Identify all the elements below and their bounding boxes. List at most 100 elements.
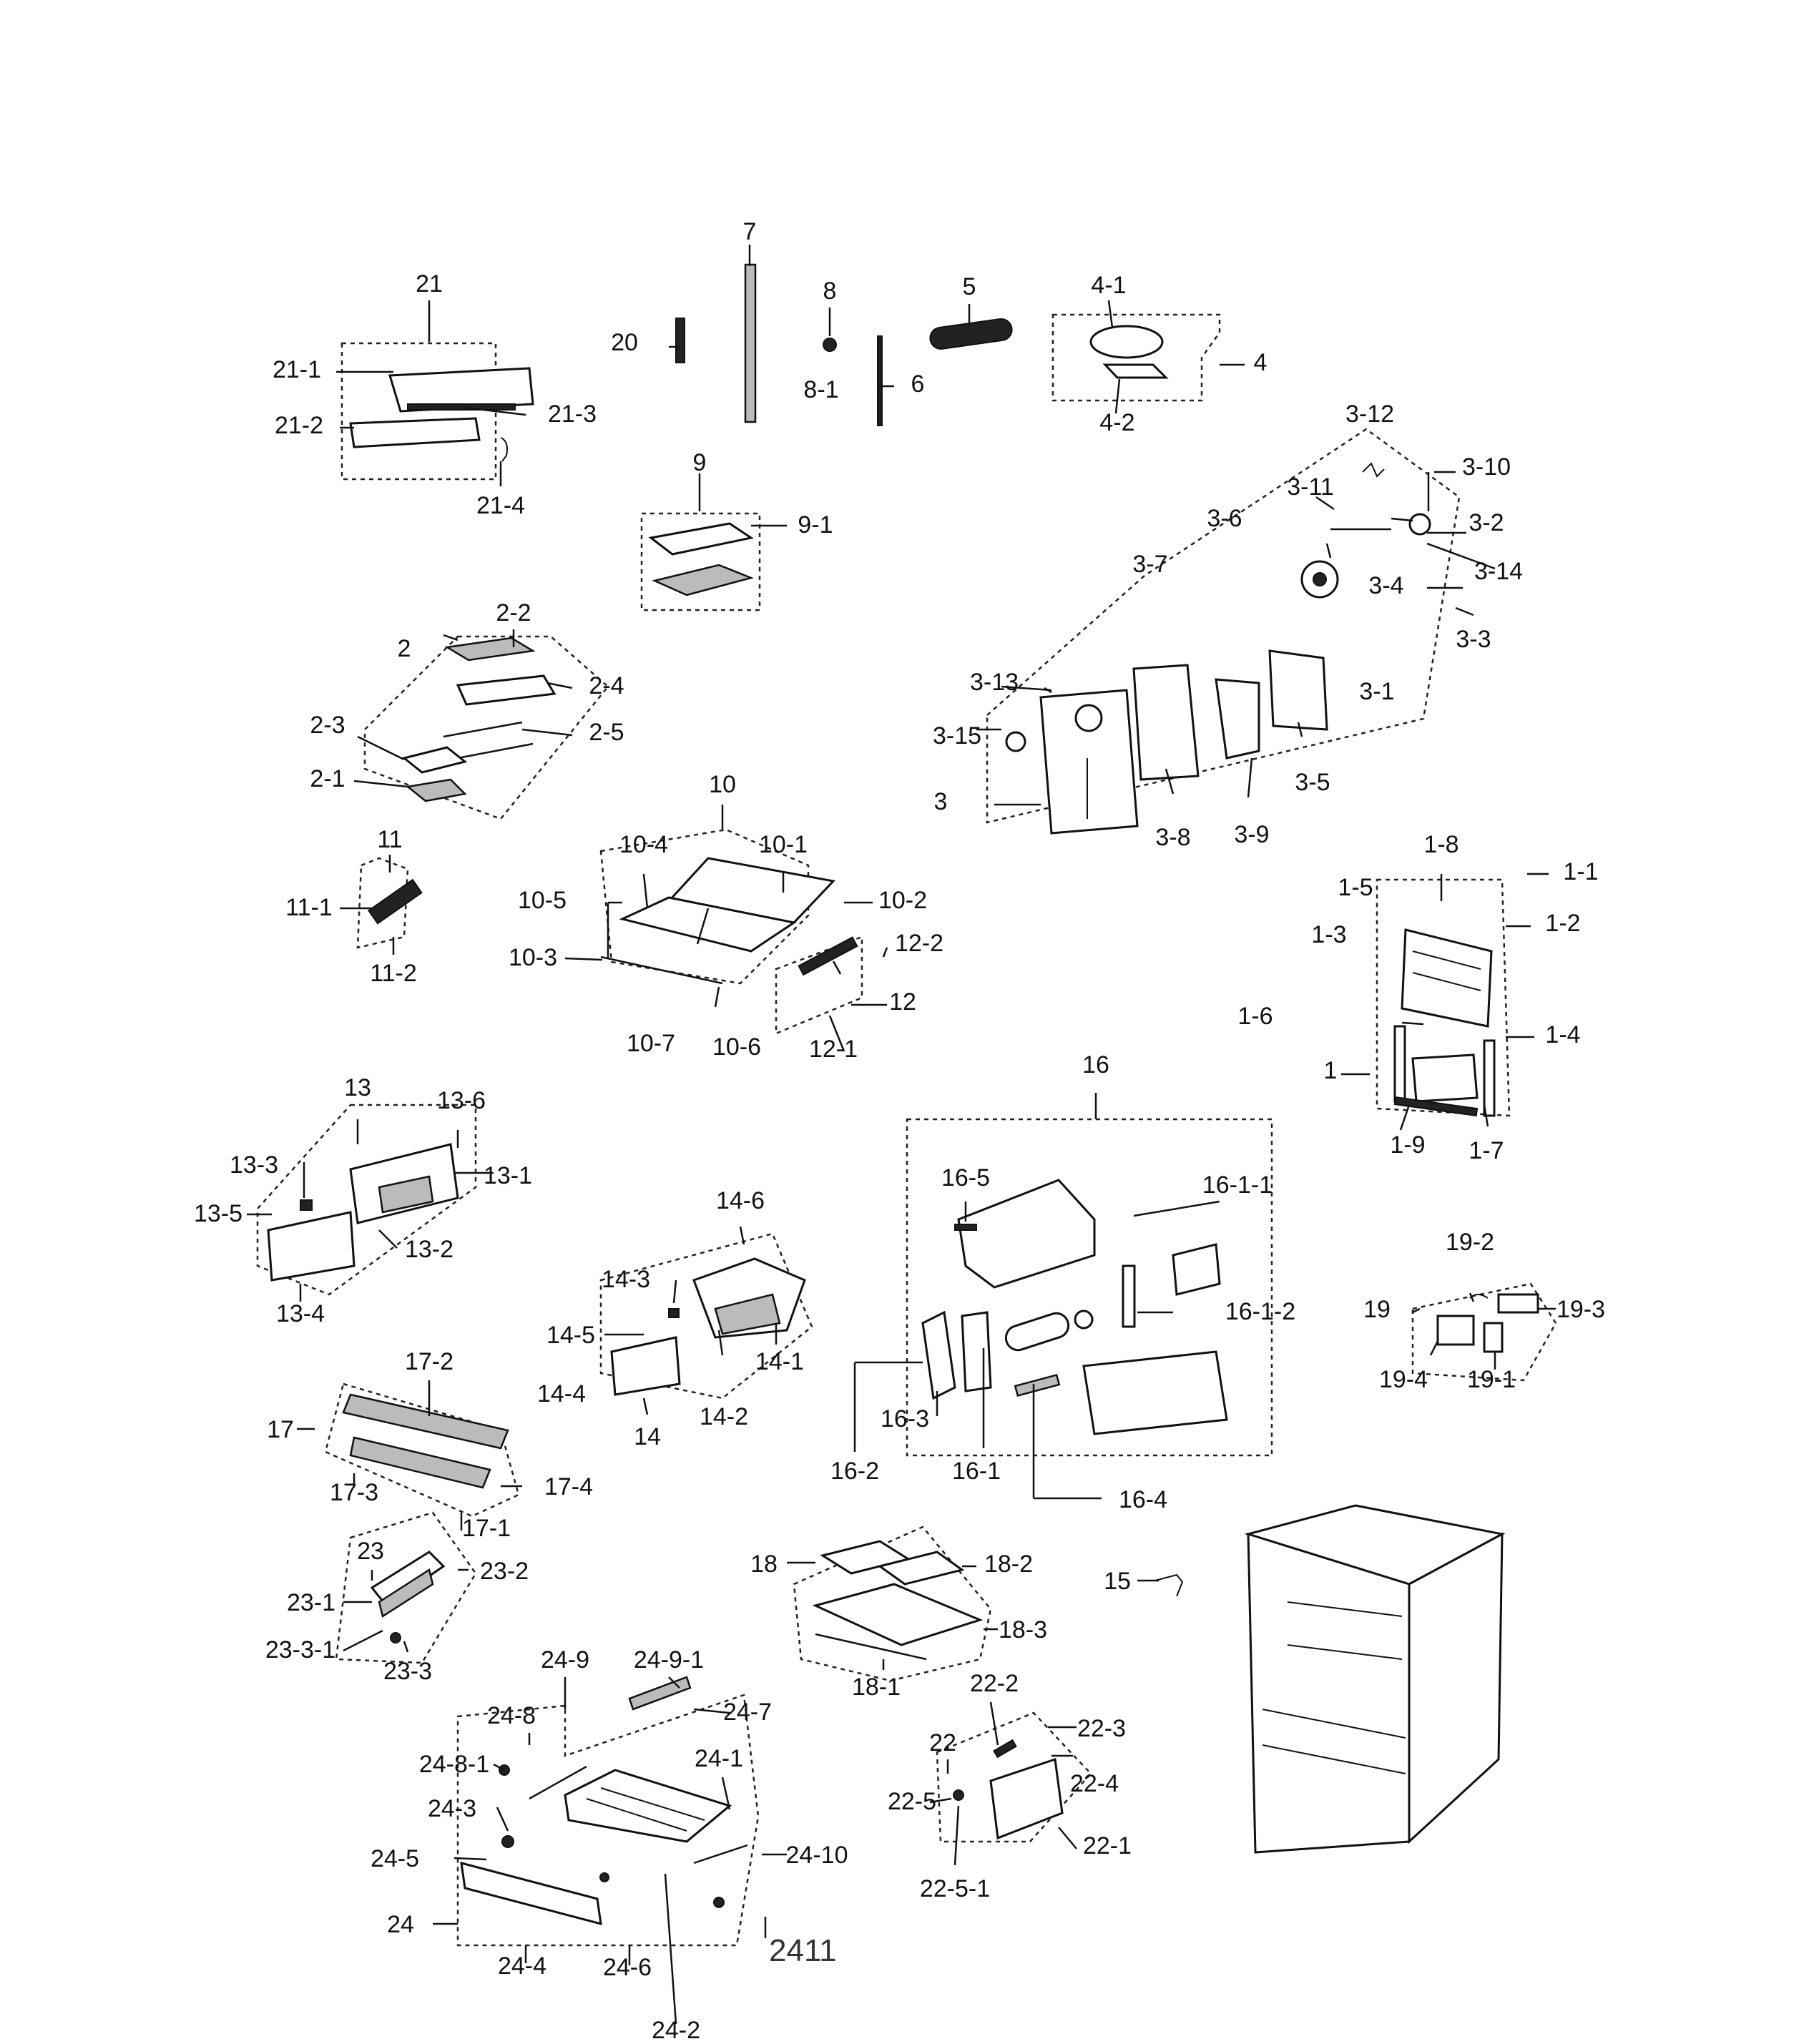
- callout-1-7: 1-7: [1469, 1137, 1504, 1164]
- callout-2-2: 2-2: [496, 599, 531, 627]
- callout-14: 14: [634, 1423, 661, 1450]
- callout-4-1: 4-1: [1091, 272, 1126, 299]
- callout-17-1: 17-1: [462, 1515, 511, 1542]
- callout-23-2: 23-2: [480, 1558, 529, 1585]
- callout-10: 10: [709, 771, 736, 798]
- callout-3-4: 3-4: [1368, 572, 1403, 599]
- callout-1-2: 1-2: [1545, 910, 1580, 937]
- callout-23-1: 23-1: [287, 1589, 335, 1616]
- callout-1-8: 1-8: [1423, 831, 1458, 858]
- callout-24-3: 24-3: [428, 1795, 476, 1822]
- callout-1-6: 1-6: [1237, 1003, 1273, 1030]
- callout-23-3: 23-3: [383, 1658, 432, 1685]
- callout-16-1-1: 16-1-1: [1202, 1171, 1273, 1199]
- callout-22-3: 22-3: [1077, 1715, 1126, 1742]
- callout-4: 4: [1254, 349, 1268, 376]
- callout-24-8: 24-8: [487, 1702, 536, 1729]
- callout-9: 9: [693, 449, 707, 476]
- callout-4-2: 4-2: [1099, 409, 1134, 436]
- callout-17-4: 17-4: [544, 1473, 593, 1500]
- callout-24-5: 24-5: [371, 1845, 419, 1872]
- callout-2-3: 2-3: [310, 712, 345, 739]
- callout-3-3: 3-3: [1456, 626, 1491, 653]
- callout-11-2: 11-2: [370, 960, 417, 987]
- callout-1-9: 1-9: [1390, 1131, 1425, 1159]
- callout-14-4: 14-4: [537, 1380, 586, 1407]
- callout-16-3: 16-3: [881, 1405, 929, 1433]
- callout-22: 22: [929, 1729, 956, 1756]
- callout-3-7: 3-7: [1132, 551, 1167, 578]
- callout-10-2: 10-2: [878, 887, 927, 914]
- callout-3-10: 3-10: [1462, 453, 1511, 481]
- leader-lines: [247, 245, 1556, 2025]
- callout-14-2: 14-2: [700, 1403, 748, 1430]
- callout-6: 6: [911, 370, 925, 398]
- callout-13: 13: [344, 1074, 371, 1101]
- callout-21: 21: [416, 270, 443, 298]
- callout-19-1: 19-1: [1467, 1366, 1516, 1393]
- callout-24-7: 24-7: [723, 1699, 772, 1726]
- callout-14-3: 14-3: [602, 1266, 650, 1293]
- callout-17: 17: [267, 1416, 294, 1443]
- callout-2-4: 2-4: [589, 672, 624, 699]
- callout-14-1: 14-1: [755, 1348, 804, 1375]
- callout-19: 19: [1363, 1296, 1391, 1323]
- callout-3-5: 3-5: [1295, 769, 1330, 796]
- callout-12: 12: [889, 988, 916, 1016]
- callout-16-2: 16-2: [830, 1458, 879, 1485]
- callout-5: 5: [963, 273, 976, 300]
- callout-24-4: 24-4: [498, 1952, 546, 1980]
- callout-16-4: 16-4: [1119, 1486, 1167, 1513]
- callout-21-4: 21-4: [476, 492, 525, 519]
- callout-21-1: 21-1: [273, 356, 321, 383]
- callout-10-1: 10-1: [759, 831, 808, 858]
- callout-22-5-1: 22-5-1: [920, 1875, 990, 1902]
- callout-14-5: 14-5: [546, 1322, 595, 1349]
- callout-19-2: 19-2: [1446, 1229, 1494, 1256]
- callout-22-2: 22-2: [970, 1670, 1019, 1697]
- callout-3-1: 3-1: [1359, 678, 1394, 705]
- part-sketches: [267, 263, 1539, 1938]
- group-outlines: [256, 313, 1557, 1947]
- callout-3-14: 3-14: [1474, 558, 1523, 585]
- callout-24-9: 24-9: [541, 1646, 589, 1674]
- callout-13-6: 13-6: [437, 1087, 486, 1114]
- callout-19-3: 19-3: [1556, 1296, 1605, 1323]
- callout-13-5: 13-5: [194, 1200, 242, 1227]
- callout-1-3: 1-3: [1311, 921, 1346, 948]
- callout-24-1: 24-1: [695, 1745, 743, 1772]
- callout-3-9: 3-9: [1234, 821, 1269, 848]
- drawing-code: 2411: [769, 1933, 837, 1968]
- callout-12-1: 12-1: [809, 1036, 858, 1063]
- callout-2: 2: [398, 635, 411, 662]
- callout-14-6: 14-6: [716, 1187, 765, 1214]
- callout-18-2: 18-2: [984, 1551, 1033, 1578]
- callout-18-3: 18-3: [999, 1616, 1047, 1643]
- callout-24-8-1: 24-8-1: [419, 1751, 489, 1778]
- callout-17-3: 17-3: [330, 1479, 378, 1506]
- callout-12-2: 12-2: [895, 930, 943, 957]
- callout-19-4: 19-4: [1379, 1366, 1428, 1393]
- callout-1-4: 1-4: [1545, 1021, 1580, 1048]
- callout-3-6: 3-6: [1207, 505, 1242, 532]
- callout-13-2: 13-2: [405, 1236, 453, 1263]
- callout-3-2: 3-2: [1469, 509, 1504, 536]
- callout-7: 7: [743, 218, 757, 245]
- callout-18-1: 18-1: [852, 1674, 901, 1701]
- callout-16-1-2: 16-1-2: [1225, 1298, 1295, 1325]
- callout-8: 8: [823, 277, 837, 305]
- callout-16-5: 16-5: [941, 1164, 990, 1191]
- callout-23-3-1: 23-3-1: [265, 1636, 335, 1664]
- callout-22-5: 22-5: [888, 1788, 936, 1815]
- callout-24-10: 24-10: [786, 1842, 848, 1869]
- callout-24-6: 24-6: [603, 1954, 652, 1981]
- callout-15: 15: [1104, 1568, 1131, 1595]
- callout-21-3: 21-3: [548, 401, 597, 428]
- callout-11-1: 11-1: [285, 894, 333, 921]
- callout-13-1: 13-1: [484, 1162, 532, 1189]
- callout-13-4: 13-4: [276, 1300, 325, 1327]
- callout-10-3: 10-3: [509, 944, 557, 971]
- callout-3-11: 3-11: [1287, 473, 1334, 501]
- callout-3-8: 3-8: [1155, 824, 1190, 851]
